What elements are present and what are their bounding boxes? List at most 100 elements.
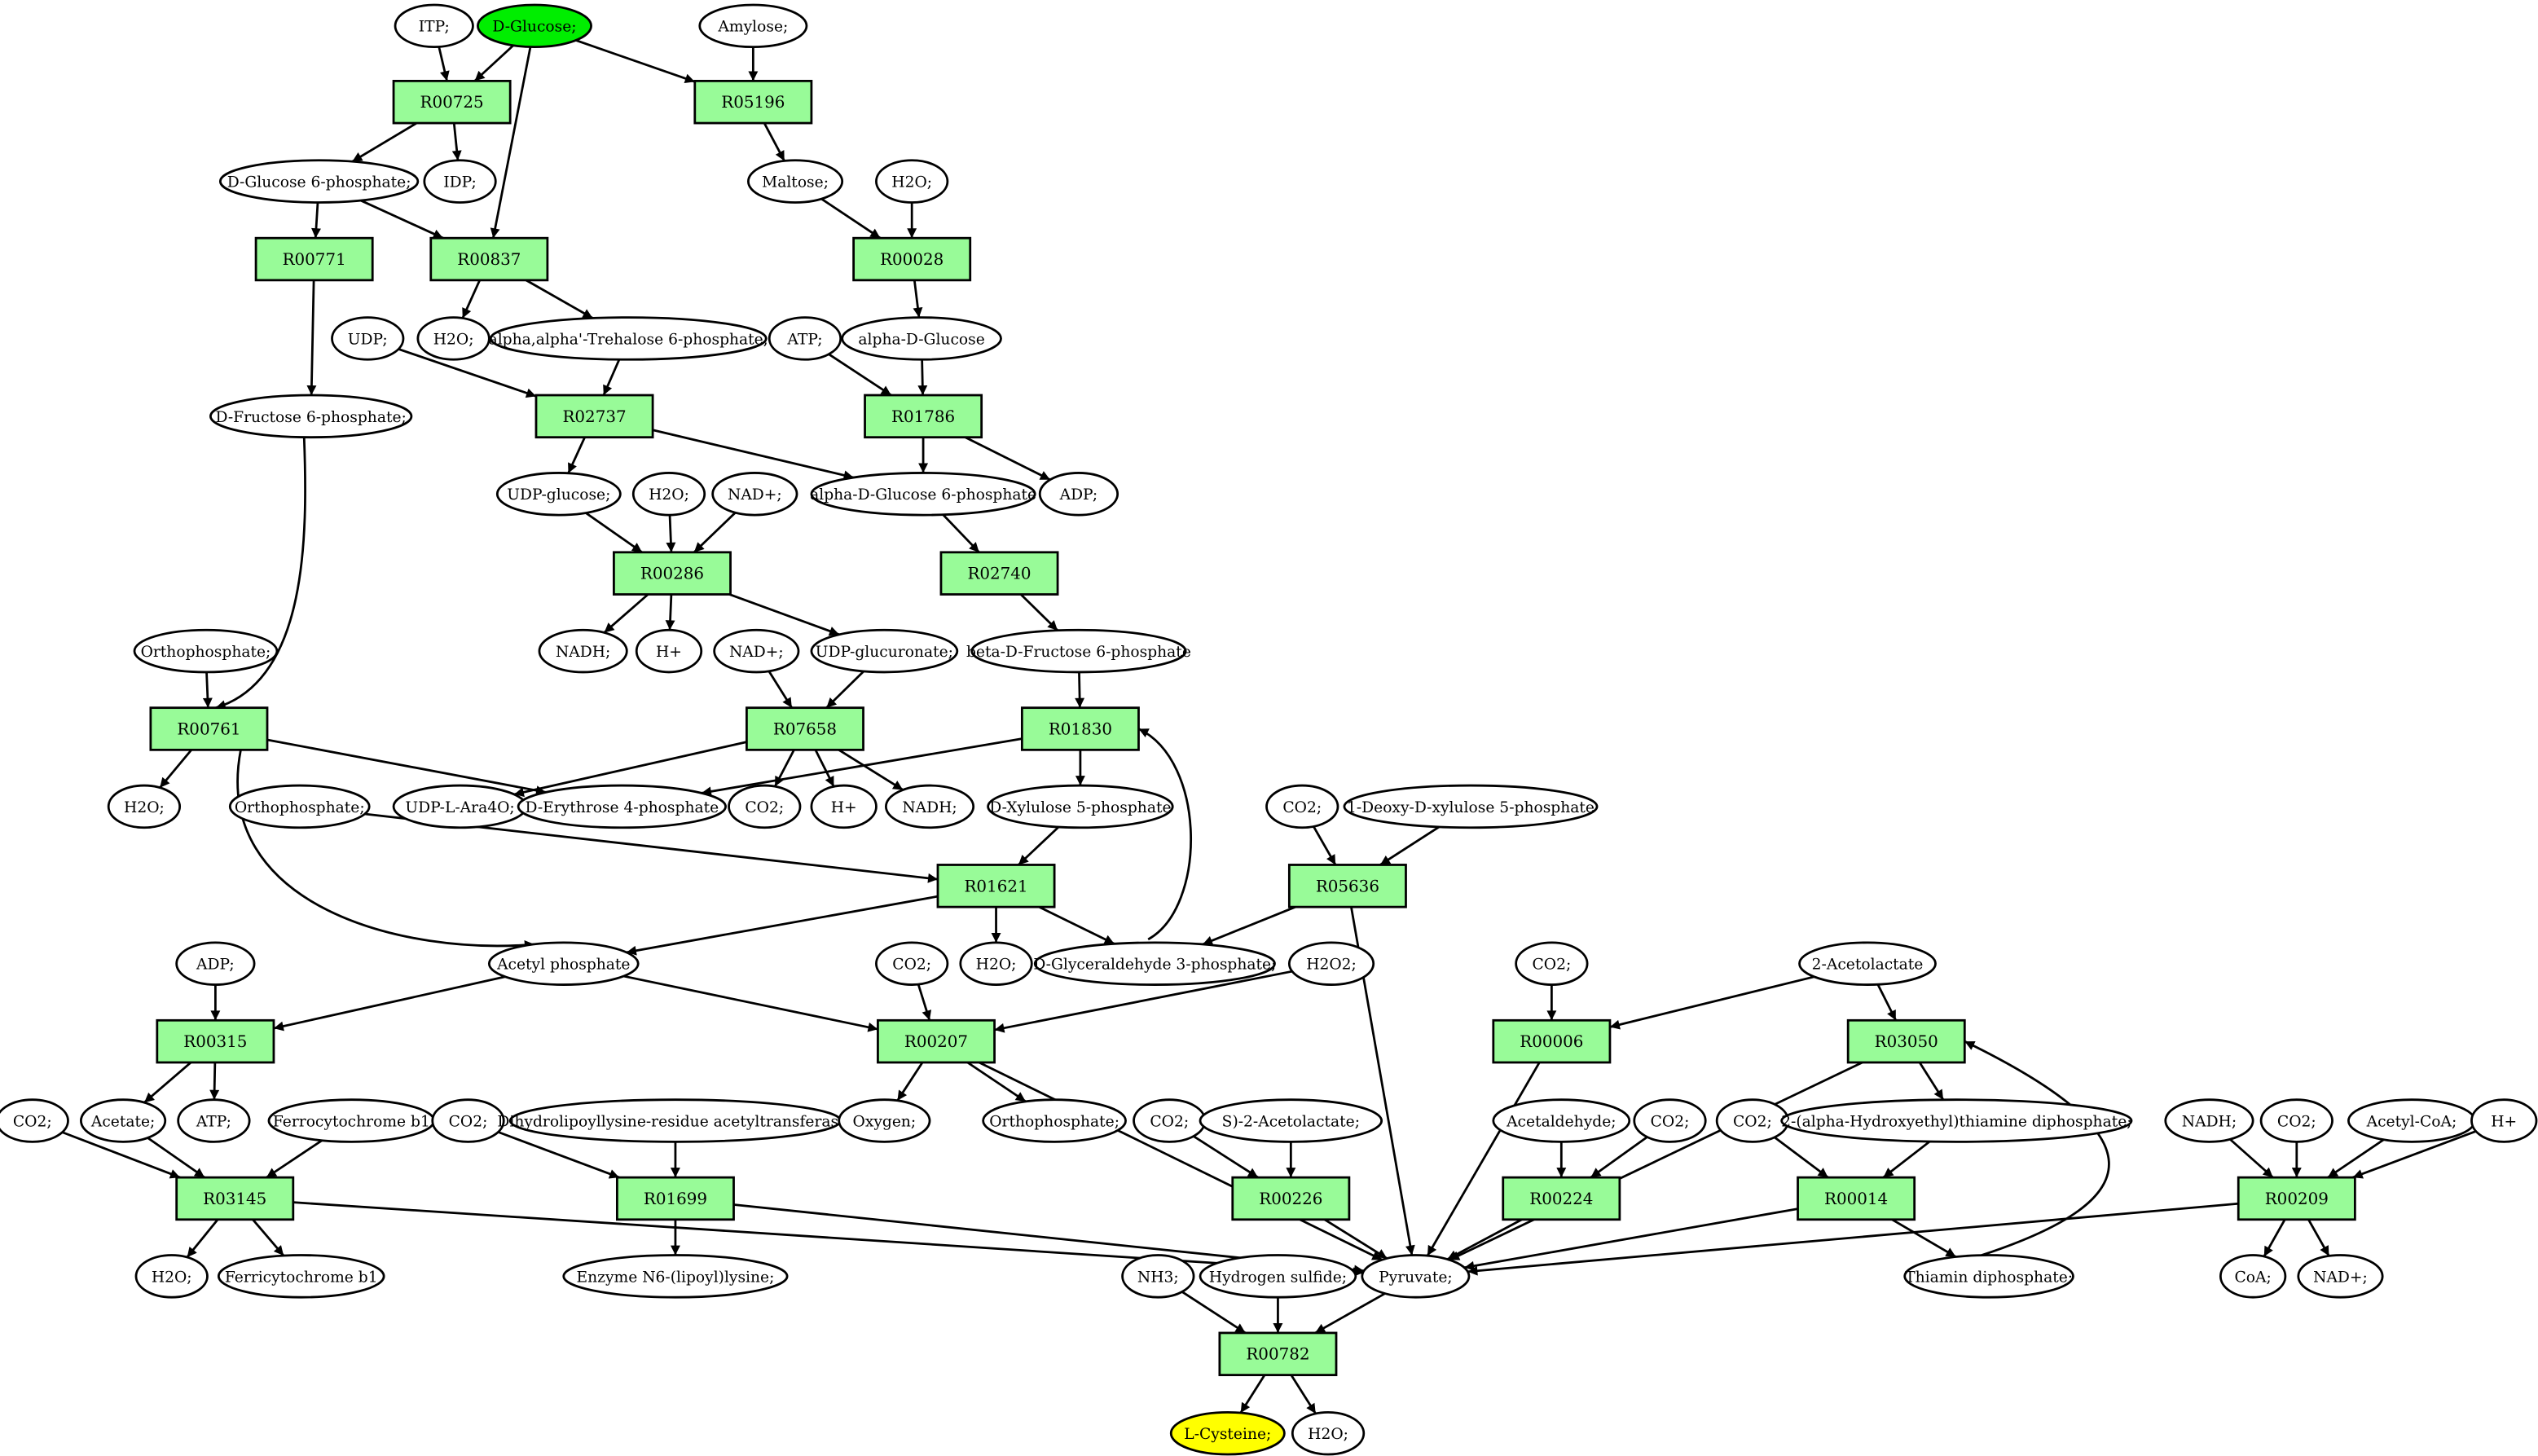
- reaction-node-shape: [852, 236, 972, 282]
- compound-node-label: H2O;: [433, 331, 474, 348]
- reaction-node-shape: [1020, 706, 1140, 751]
- reaction-node-label: R00782: [1246, 1345, 1309, 1364]
- reaction-node-r00224: R00224: [1502, 1176, 1621, 1221]
- compound-node-acetaldehyde: Acetaldehyde;: [1492, 1098, 1631, 1143]
- compound-node-shape: [959, 941, 1033, 986]
- compound-node-udpara: UDP-L-Ara4O;: [392, 784, 528, 829]
- compound-node-ferricyt: Ferricytochrome b1: [217, 1254, 385, 1299]
- compound-node-label: H2O;: [976, 957, 1017, 974]
- reaction-node-shape: [1492, 1018, 1612, 1064]
- compound-node-label: H2O;: [152, 1269, 192, 1286]
- reaction-node-label: R05636: [1316, 877, 1379, 895]
- edge-r00782-to-lcys: [1239, 1374, 1266, 1414]
- compound-node-label: Amylose;: [717, 19, 788, 36]
- reaction-node-shape: [693, 79, 813, 125]
- reaction-node-label: R00837: [457, 250, 521, 269]
- compound-node-label: ITP;: [419, 19, 450, 36]
- edge-maltose-to-r00028: [820, 197, 882, 240]
- edge-nadp-a-to-r00286: [693, 512, 737, 553]
- edge-r05196-to-maltose: [763, 122, 785, 162]
- reaction-node-r01786: R01786: [864, 394, 983, 439]
- compound-node-dhlta: Dihydrolipoyllysine-residue acetyltransf…: [497, 1098, 853, 1143]
- edge-r00315-to-atp-b: [209, 1062, 220, 1100]
- compound-node-tpp: Thiamin diphosphate;: [1903, 1254, 2074, 1299]
- start-compound-node-dglucose: D-Glucose;: [477, 3, 592, 49]
- reaction-node-r00207: R00207: [877, 1018, 996, 1064]
- compound-node-acetate: Acetate;: [80, 1098, 167, 1143]
- compound-node-label: CoA;: [2234, 1269, 2271, 1286]
- compound-node-shape: [416, 316, 490, 361]
- edge-layer: [61, 39, 2477, 1414]
- edge-r00837-to-h2-o-b: [461, 279, 482, 319]
- compound-node-atp-b: ATP;: [177, 1098, 251, 1143]
- compound-node-g6-p: D-Glucose 6-phosphate;: [218, 159, 420, 204]
- compound-node-shape: [177, 1098, 251, 1143]
- compound-node-shape: [538, 628, 628, 674]
- reaction-node-label: R00207: [904, 1032, 968, 1051]
- compound-node-label: H2O;: [891, 174, 932, 191]
- edge-b-f6-p-to-r01830: [1075, 671, 1085, 708]
- compound-node-shape: [810, 628, 959, 674]
- reaction-node-shape: [1287, 864, 1407, 908]
- compound-node-shape: [2164, 1098, 2254, 1143]
- reaction-node-shape: [1218, 1331, 1338, 1377]
- reaction-node-r00782: R00782: [1218, 1331, 1338, 1377]
- edge-r00209-to-pyruvate: [1467, 1202, 2239, 1276]
- compound-node-label: Acetyl-CoA;: [2366, 1113, 2457, 1130]
- reaction-node-shape: [1846, 1018, 1966, 1064]
- compound-node-ferrocyt: Ferrocytochrome b1: [267, 1098, 436, 1143]
- compound-node-label: Dihydrolipoyllysine-residue acetyltransf…: [497, 1113, 853, 1130]
- compound-node-shape: [487, 941, 640, 986]
- compound-node-label: Acetaldehyde;: [1506, 1113, 1616, 1130]
- edge-ac-co-a-to-r00209: [2327, 1138, 2385, 1179]
- edge-r02737-to-a-g6-p: [652, 429, 854, 481]
- edge-co2-e-to-r03145: [61, 1131, 181, 1179]
- compound-node-h2-o-a: H2O;: [875, 159, 949, 204]
- compound-node-shape: [489, 316, 768, 361]
- compound-node-shape: [1038, 472, 1119, 517]
- compound-node-ortho-b: Orthophosphate;: [228, 784, 371, 829]
- edge-udp-to-r02737: [398, 348, 537, 398]
- edge-x5-p-to-r01621: [1018, 826, 1060, 866]
- compound-node-sacetolactate: S)-2-Acetolactate;: [1199, 1098, 1383, 1143]
- edge-dxp-to-r05636: [1379, 825, 1440, 866]
- compound-node-nadh-a: NADH;: [538, 628, 628, 674]
- target-compound-node-lcys: L-Cysteine;: [1169, 1410, 1286, 1456]
- edge-ferrocyt-to-r03145: [266, 1139, 323, 1179]
- compound-node-shape: [1199, 1254, 1357, 1299]
- compound-node-shape: [134, 1254, 209, 1299]
- edge-h2-o2-to-r00207: [994, 970, 1293, 1033]
- reaction-node-shape: [534, 394, 654, 439]
- reaction-node-shape: [1502, 1176, 1621, 1221]
- compound-node-ortho-a: Orthophosphate;: [133, 628, 279, 674]
- compound-node-nadh-c: NADH;: [2164, 1098, 2254, 1143]
- compound-node-shape: [394, 3, 474, 49]
- compound-node-label: Maltose;: [762, 174, 829, 191]
- compound-node-label: Thiamin diphosphate;: [1905, 1269, 2073, 1286]
- compound-node-ac-co-a: Acetyl-CoA;: [2347, 1098, 2476, 1143]
- compound-node-shape: [635, 628, 703, 674]
- reaction-node-label: R00771: [283, 250, 346, 269]
- edge-r03050-to-hetpp: [1918, 1062, 1945, 1101]
- reaction-node-shape: [615, 1176, 735, 1221]
- compound-node-udp: UDP;: [331, 316, 405, 361]
- reaction-node-r02740: R02740: [939, 551, 1059, 596]
- reaction-node-r01830: R01830: [1020, 706, 1140, 751]
- reaction-node-label: R00286: [640, 565, 704, 583]
- compound-node-label: CO2;: [2277, 1113, 2316, 1130]
- reaction-node-r05636: R05636: [1287, 864, 1407, 908]
- reaction-node-label: R01830: [1049, 719, 1112, 738]
- compound-node-label: ADP;: [1059, 486, 1098, 504]
- compound-node-label: ATP;: [786, 331, 822, 348]
- compound-node-h2-s: Hydrogen sulfide;: [1199, 1254, 1357, 1299]
- edge-r02740-to-b-f6-p: [1019, 593, 1059, 631]
- reaction-node-r03145: R03145: [175, 1176, 295, 1221]
- compound-node-oxygen: Oxygen;: [838, 1098, 931, 1143]
- compound-node-shape: [1780, 1098, 2133, 1143]
- reaction-node-r03050: R03050: [1846, 1018, 1966, 1064]
- reaction-node-shape: [939, 551, 1059, 596]
- compound-node-label: H2O;: [124, 799, 165, 816]
- compound-node-shape: [875, 159, 949, 204]
- reaction-node-label: R00315: [183, 1032, 247, 1051]
- compound-node-label: UDP-L-Ara4O;: [405, 799, 514, 816]
